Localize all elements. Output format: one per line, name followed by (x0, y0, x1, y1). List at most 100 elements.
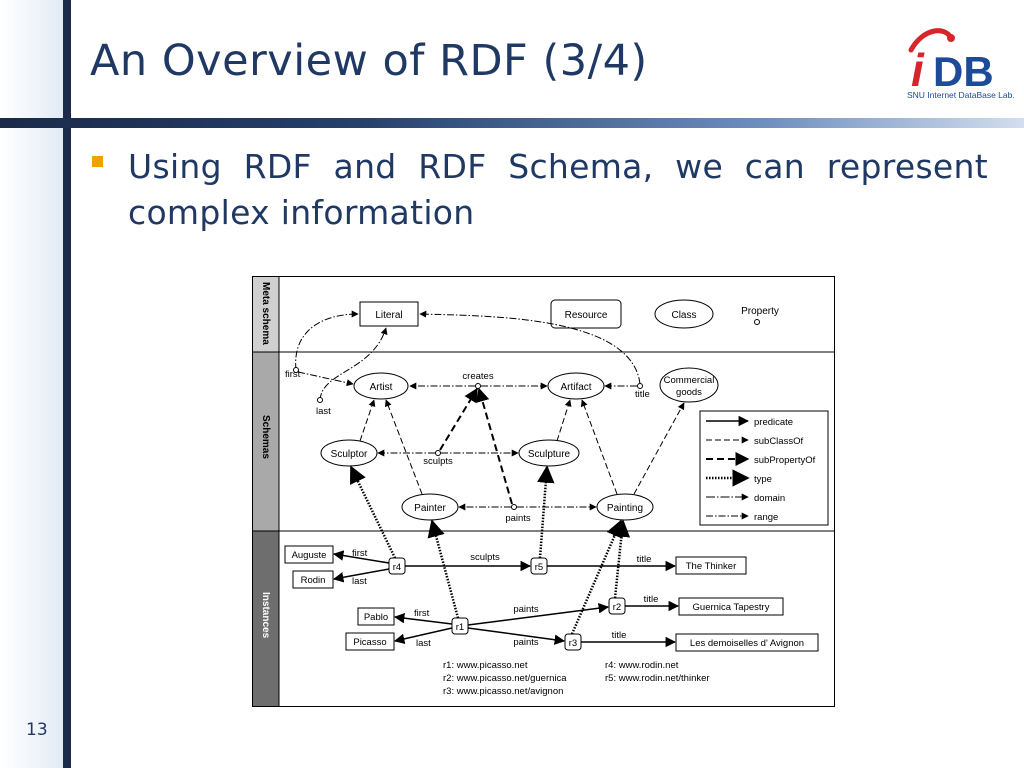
prop-title-label: title (635, 389, 650, 400)
node-artifact (547, 372, 605, 400)
node-class (654, 299, 714, 329)
band-label-schemas: Schemas (260, 415, 271, 459)
uri-r5: r5: www.rodin.net/thinker (605, 673, 710, 684)
band-label-instances: Instances (260, 592, 271, 639)
prop-sculpts-label: sculpts (423, 456, 453, 467)
node-commercial-goods-label-1: Commercial (664, 375, 715, 386)
label-r5-title: title (637, 554, 652, 565)
edge-r4-last-rodin (332, 568, 390, 583)
edge-painter-subclass-artist (384, 399, 423, 495)
label-r2-title: title (644, 594, 659, 605)
node-sculpture-label: Sculpture (528, 449, 571, 460)
legend-subpropertyof: subPropertyOf (754, 455, 816, 466)
node-resource (550, 299, 622, 329)
horizontal-accent-bar (0, 118, 1024, 128)
uri-r2: r2: www.picasso.net/guernica (443, 673, 567, 684)
band-label-meta: Meta schema (260, 282, 271, 345)
logo-i: i (911, 44, 925, 96)
bullet-text: Using RDF and RDF Schema, we can represe… (128, 147, 988, 232)
node-artist (353, 372, 409, 400)
label-r1-first: first (414, 608, 430, 619)
logo-dot (947, 34, 955, 42)
edge-title-range-literal (419, 310, 641, 385)
edge-r4-type-sculptor (349, 465, 397, 559)
edge-r3-type-painting (570, 519, 623, 635)
legend-range: range (754, 512, 778, 523)
idb-logo: i DB SNU Internet DataBase Lab. (907, 28, 1015, 100)
edge-painting-subclass-goods (633, 402, 685, 495)
edge-r5-type-sculpture (537, 465, 555, 559)
node-artist-label: Artist (370, 382, 393, 393)
node-literal (359, 301, 419, 327)
prop-last-dot (317, 397, 323, 403)
slide-title: An Overview of RDF (3/4) (90, 36, 648, 86)
legend-type: type (754, 474, 772, 485)
edge-r2-type-painting (612, 519, 631, 599)
label-r1-paints-r2: paints (513, 604, 539, 615)
logo-db: DB (933, 48, 994, 95)
legend-predicate: predicate (754, 417, 793, 428)
inst-guernica-label: Guernica Tapestry (693, 602, 770, 613)
inst-the-thinker-label: The Thinker (686, 561, 737, 572)
node-commercial-goods-label-2: goods (676, 387, 702, 398)
node-artifact-label: Artifact (560, 382, 591, 393)
inst-rodin-label: Rodin (301, 575, 326, 586)
prop-last-label: last (316, 406, 331, 417)
node-painting-label: Painting (607, 503, 643, 514)
edge-r1-paints-r3 (467, 627, 566, 645)
inst-r3-label: r3 (569, 638, 577, 649)
logo-subtitle: SNU Internet DataBase Lab. (907, 90, 1015, 100)
prop-creates-label: creates (462, 371, 493, 382)
edge-r4-first-auguste (332, 550, 390, 564)
slide-number: 13 (26, 720, 48, 740)
label-r4-sculpts: sculpts (470, 552, 500, 563)
inst-pablo-label: Pablo (364, 612, 388, 623)
edge-r1-last-picasso (393, 627, 453, 645)
prop-paints-dot (511, 504, 517, 510)
prop-first-dot (293, 367, 299, 373)
edge-first-range-literal (295, 310, 359, 371)
node-sculptor (320, 439, 378, 467)
band-meta-schema (253, 277, 279, 352)
legend-subclassof: subClassOf (754, 436, 803, 447)
rdf-diagram: Meta schema Schemas Instances Literal Re… (252, 276, 835, 707)
node-literal-label: Literal (375, 310, 402, 321)
inst-r1 (451, 617, 469, 635)
vertical-accent-bar (63, 0, 71, 768)
band-schemas (253, 352, 279, 531)
edge-sculpts-subprop-creates (439, 387, 478, 451)
edge-r1-first-pablo (393, 612, 453, 625)
prop-title-dot (637, 383, 643, 389)
node-sculptor-label: Sculptor (331, 449, 368, 460)
inst-r1-label: r1 (456, 622, 464, 633)
node-property-label: Property (741, 306, 779, 317)
label-r4-first: first (352, 548, 368, 559)
uri-r3: r3: www.picasso.net/avignon (443, 686, 563, 697)
inst-auguste-label: Auguste (292, 550, 327, 561)
prop-first-label: first (285, 369, 301, 380)
label-r1-paints-r3: paints (513, 637, 539, 648)
inst-r2-label: r2 (613, 602, 621, 613)
node-resource-label: Resource (565, 310, 608, 321)
inst-demoiselles-label: Les demoiselles d' Avignon (690, 638, 804, 649)
prop-paints-label: paints (505, 513, 531, 524)
edge-first-domain (297, 371, 354, 387)
bullet-marker (92, 156, 103, 167)
node-commercial-goods (659, 367, 719, 403)
node-class-label: Class (671, 310, 696, 321)
prop-creates-dot (475, 383, 481, 389)
uri-r1: r1: www.picasso.net (443, 660, 528, 671)
left-gradient-panel (0, 0, 70, 768)
edge-painting-subclass-artifact (580, 399, 618, 495)
label-r4-last: last (352, 576, 367, 587)
legend-box (699, 410, 829, 526)
inst-picasso-label: Picasso (353, 637, 386, 648)
inst-r4-label: r4 (393, 562, 401, 573)
label-r1-last: last (416, 638, 431, 649)
edge-last-range-literal (319, 327, 388, 401)
node-property-dot (754, 319, 760, 325)
band-instances (253, 531, 279, 706)
edge-r1-paints-r2 (467, 602, 610, 626)
edge-sculpture-subclass-artifact (556, 399, 572, 442)
uri-r4: r4: www.rodin.net (605, 660, 679, 671)
